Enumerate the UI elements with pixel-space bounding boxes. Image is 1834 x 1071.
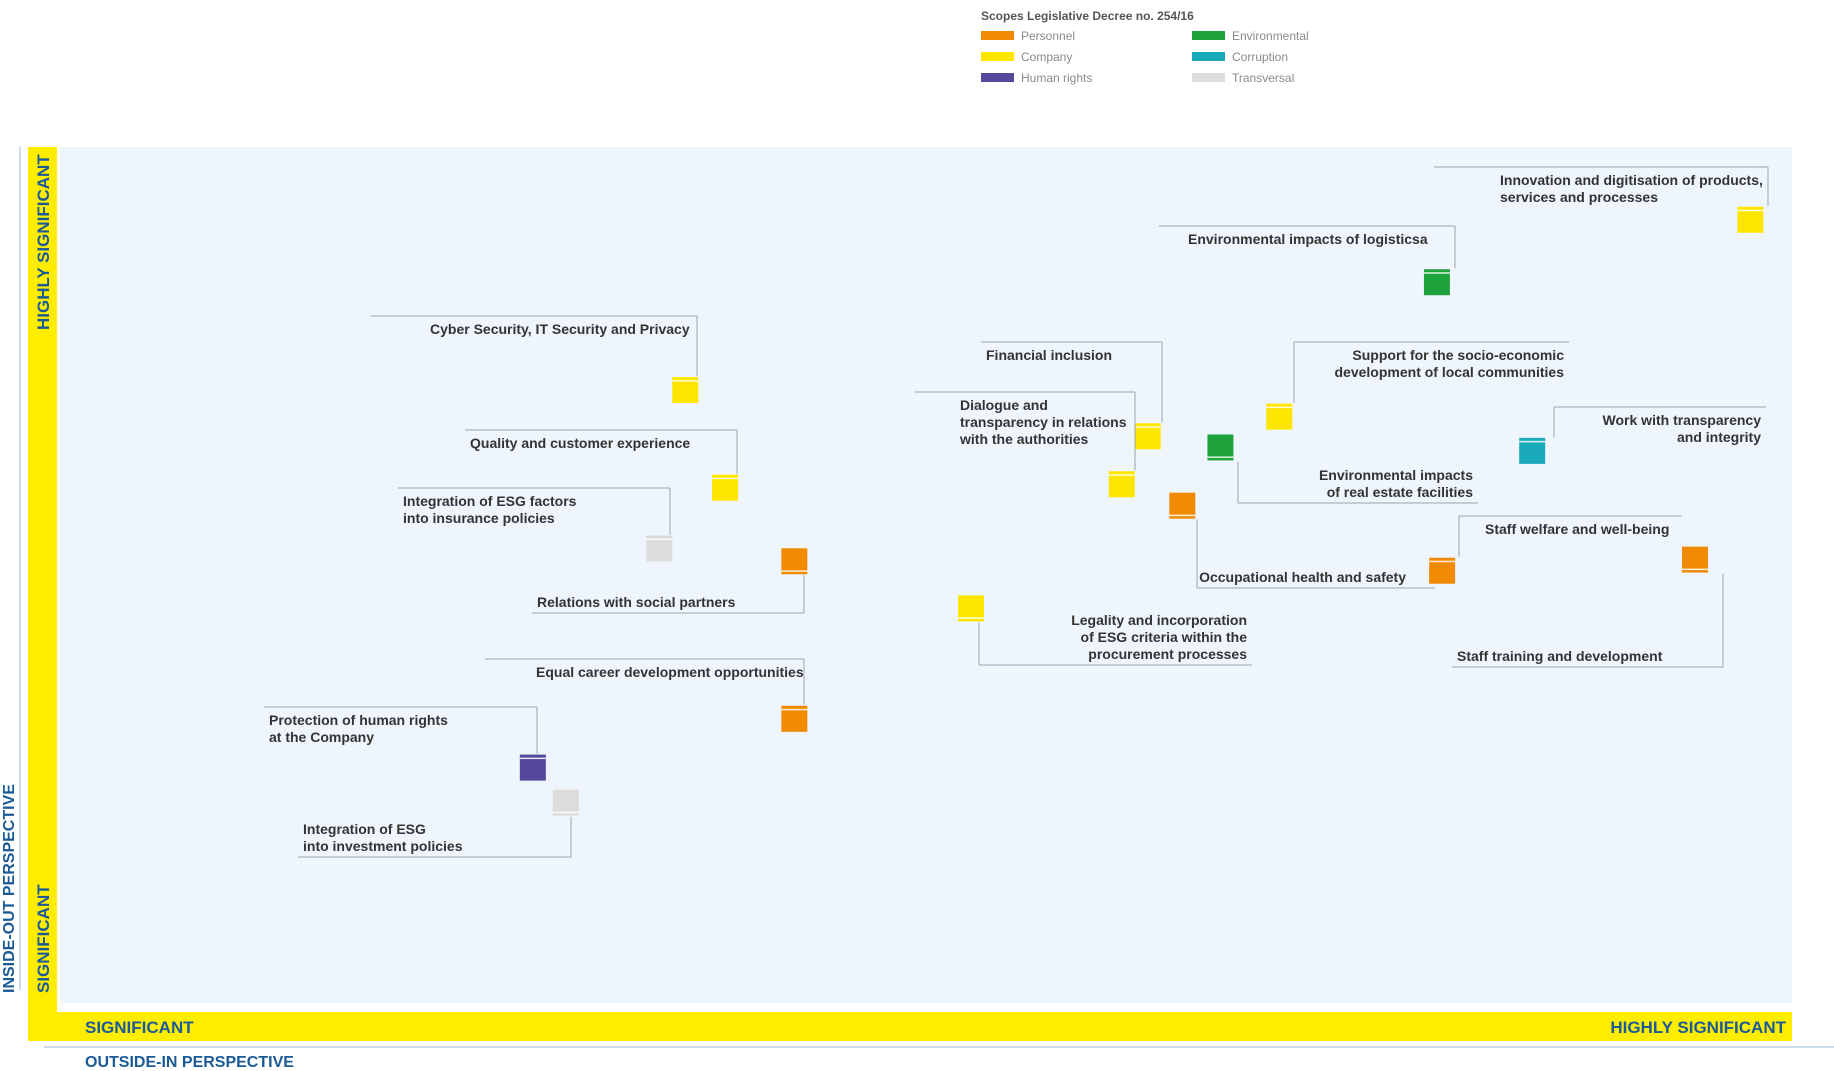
marker-highlight (1737, 209, 1764, 212)
point-label: Staff welfare and well-being (1485, 521, 1669, 537)
marker-highlight (552, 811, 579, 814)
legend-item-label: Human rights (1021, 71, 1092, 85)
x-axis-low-label: SIGNIFICANT (85, 1018, 194, 1037)
y-axis-title: INSIDE-OUT PERSPECTIVE (1, 784, 18, 993)
marker-highlight (958, 617, 985, 619)
marker-highlight (1134, 426, 1161, 428)
point-label: with the authorities (959, 431, 1089, 447)
marker-highlight (1519, 440, 1546, 443)
point-label: development of local communities (1335, 364, 1565, 380)
legend-title: Scopes Legislative Decree no. 254/16 (981, 9, 1194, 23)
legend-swatch (1192, 52, 1225, 61)
data-point-marker (1682, 546, 1709, 573)
x-axis-high-label: HIGHLY SIGNIFICANT (1610, 1018, 1786, 1037)
point-label: Innovation and digitisation of products, (1500, 172, 1763, 188)
x-axis-band (28, 1012, 1792, 1041)
point-label: Work with transparency (1603, 412, 1762, 428)
legend-swatch (981, 31, 1014, 40)
marker-highlight (1108, 474, 1135, 476)
point-label: Support for the socio-economic (1352, 347, 1564, 363)
marker-highlight (519, 757, 546, 760)
data-point-marker (552, 789, 579, 816)
legend-item-label: Transversal (1232, 71, 1294, 85)
point-label: of real estate facilities (1327, 484, 1474, 500)
x-axis-title: OUTSIDE-IN PERSPECTIVE (85, 1054, 294, 1071)
y-axis-band (28, 147, 57, 1040)
marker-highlight (1207, 456, 1234, 458)
data-point-marker (958, 595, 985, 622)
data-point-marker (1169, 492, 1196, 519)
marker-highlight (1423, 272, 1450, 274)
marker-highlight (1266, 406, 1293, 409)
marker-highlight (1429, 560, 1456, 563)
plot-area (60, 147, 1792, 1003)
marker-highlight (672, 380, 699, 382)
point-label: Dialogue and (960, 397, 1048, 413)
point-label: services and processes (1500, 189, 1658, 205)
data-point-marker (781, 548, 808, 575)
y-axis-high-label: HIGHLY SIGNIFICANT (34, 154, 53, 330)
point-label: Staff training and development (1457, 648, 1663, 664)
legend-item-label: Corruption (1232, 50, 1288, 64)
legend-swatch (981, 73, 1014, 82)
point-label: Relations with social partners (537, 594, 736, 610)
marker-highlight (781, 570, 808, 572)
point-label: transparency in relations (960, 414, 1127, 430)
marker-highlight (712, 477, 739, 480)
data-point-marker (1207, 434, 1234, 461)
point-label: Financial inclusion (986, 347, 1112, 363)
point-label: Environmental impacts of logisticsa (1188, 231, 1428, 247)
point-label: Quality and customer experience (470, 435, 690, 451)
point-label: Equal career development opportunities (536, 664, 804, 680)
legend-item-label: Company (1021, 50, 1072, 64)
point-label: Protection of human rights (269, 712, 448, 728)
legend-swatch (1192, 31, 1225, 40)
point-label: into investment policies (303, 838, 463, 854)
point-label: Integration of ESG factors (403, 493, 577, 509)
point-label: of ESG criteria within the (1081, 629, 1248, 645)
point-label: into insurance policies (403, 510, 555, 526)
y-axis-low-label: SIGNIFICANT (34, 884, 53, 993)
legend-swatch (981, 52, 1014, 61)
marker-highlight (646, 538, 673, 540)
point-label: and integrity (1677, 429, 1761, 445)
legend-swatch (1192, 73, 1225, 82)
marker-highlight (1169, 514, 1196, 517)
point-label: Environmental impacts (1319, 467, 1473, 483)
point-label: Occupational health and safety (1199, 569, 1406, 585)
point-label: procurement processes (1088, 646, 1247, 662)
legend-item-label: Personnel (1021, 29, 1075, 43)
point-label: Integration of ESG (303, 821, 426, 837)
legend-item-label: Environmental (1232, 29, 1309, 43)
marker-highlight (781, 708, 808, 711)
point-label: at the Company (269, 729, 374, 745)
point-label: Legality and incorporation (1071, 612, 1247, 628)
point-label: Cyber Security, IT Security and Privacy (430, 321, 690, 337)
marker-highlight (1682, 568, 1709, 571)
